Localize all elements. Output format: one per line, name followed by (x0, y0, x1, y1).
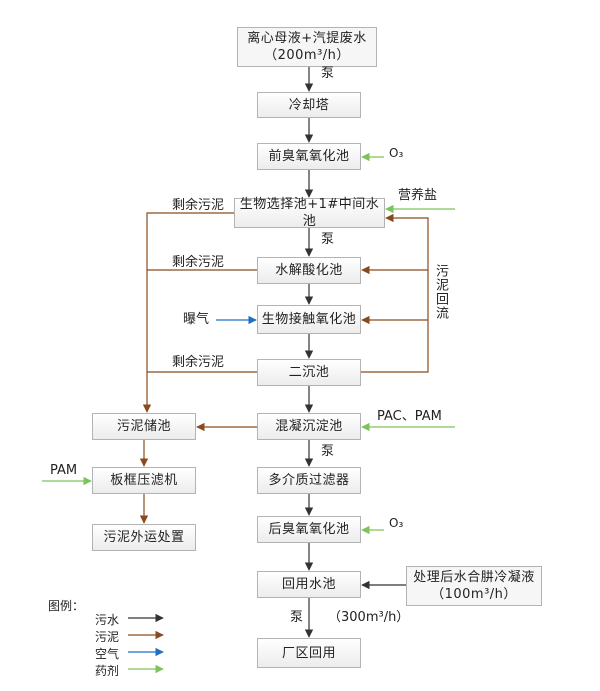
hydrazine-condensate-box: 处理后水合肼冷凝液 （100m³/h） (406, 566, 542, 606)
filter-press-box: 板框压滤机 (92, 467, 196, 494)
nutrient-label: 营养盐 (398, 188, 438, 203)
legend-sludge-label: 污泥 (95, 630, 120, 644)
o3-post-label: O₃ (389, 516, 404, 530)
excess-sludge-label-3: 剩余污泥 (172, 355, 225, 370)
pump-label-2: 泵 (321, 232, 335, 247)
pam-label: PAM (50, 463, 78, 478)
reuse-tank-box: 回用水池 (257, 571, 361, 598)
source-box: 离心母液+汽提废水 （200m³/h） (237, 27, 377, 67)
pump-label-4: 泵 (290, 610, 304, 625)
sludge-return-label: 污泥回流 (433, 264, 448, 320)
bio-selection-box: 生物选择池+1#中间水池 (234, 197, 385, 229)
post-ozone-box: 后臭氧氧化池 (257, 516, 361, 543)
hydrazine-flow-label: （100m³/h） (431, 587, 517, 602)
source-label: 离心母液+汽提废水 (247, 31, 367, 46)
source-flow-label: （200m³/h） (264, 48, 350, 63)
excess-sludge-label-2: 剩余污泥 (172, 255, 225, 270)
pump-label-1: 泵 (321, 66, 335, 81)
hydrazine-label: 处理后水合肼冷凝液 (413, 570, 535, 585)
cooling-tower-box: 冷却塔 (257, 92, 361, 118)
hydrolysis-box: 水解酸化池 (257, 257, 361, 284)
aeration-label: 曝气 (183, 312, 210, 327)
pump-label-3: 泵 (321, 444, 335, 459)
plant-reuse-box: 厂区回用 (257, 638, 361, 668)
sludge-excess-1 (142, 212, 234, 413)
pac-pam-label: PAC、PAM (377, 409, 442, 424)
excess-sludge-label-1: 剩余污泥 (172, 198, 225, 213)
sludge-storage-box: 污泥储池 (92, 413, 196, 440)
multimedia-filter-box: 多介质过滤器 (257, 467, 361, 494)
sludge-disposal-box: 污泥外运处置 (92, 524, 196, 551)
legend-wastewater-label: 污水 (95, 613, 120, 627)
legend-reagent-label: 药剂 (95, 664, 120, 678)
legend-title: 图例： (48, 599, 85, 613)
coagulation-box: 混凝沉淀池 (257, 413, 361, 440)
secondary-clarifier-box: 二沉池 (257, 359, 361, 386)
pre-ozone-box: 前臭氧氧化池 (257, 143, 361, 170)
o3-pre-label: O₃ (389, 146, 404, 160)
sludge-return-main (361, 213, 429, 373)
legend-air-label: 空气 (95, 647, 120, 661)
contact-oxidation-box: 生物接触氧化池 (257, 305, 361, 334)
outflow-rate-label: （300m³/h） (328, 610, 410, 625)
